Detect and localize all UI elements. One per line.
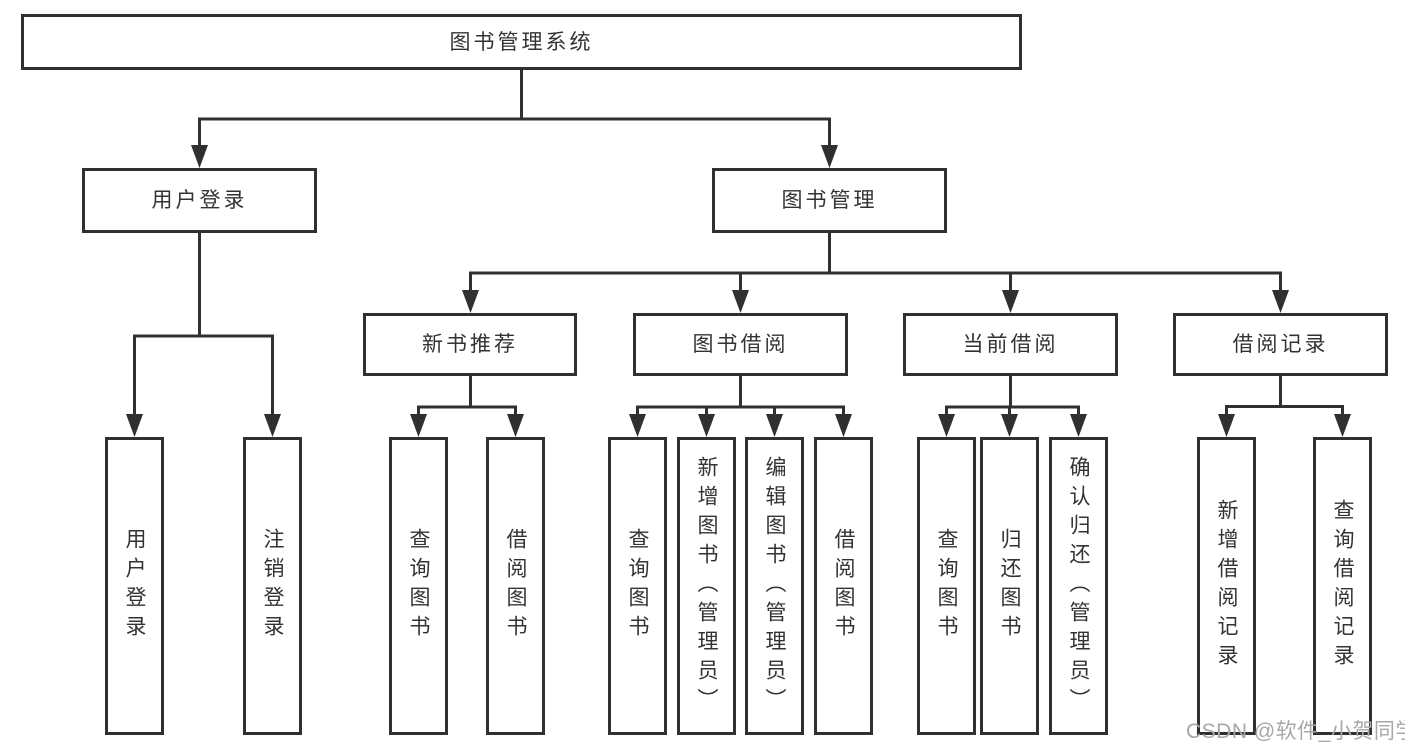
leaf-confirm-return-admin: 确认归还（管理员） bbox=[1049, 437, 1108, 735]
leaf-add-book-admin: 新增图书（管理员） bbox=[677, 437, 736, 735]
leaf-user-login-label: 用户登录 bbox=[123, 528, 146, 644]
watermark-text: CSDN @软件_小贺同学 bbox=[1186, 720, 1405, 743]
node-root: 图书管理系统 bbox=[21, 14, 1022, 70]
node-borrow-records-label: 借阅记录 bbox=[1232, 333, 1329, 356]
leaf-return-book: 归还图书 bbox=[980, 437, 1039, 735]
leaf-edit-book-admin: 编辑图书（管理员） bbox=[745, 437, 804, 735]
leaf-return-book-label: 归还图书 bbox=[998, 528, 1021, 644]
leaf-query-books-current: 查询图书 bbox=[917, 437, 976, 735]
leaf-add-borrow-record: 新增借阅记录 bbox=[1197, 437, 1256, 735]
leaf-borrow-books-borrow: 借阅图书 bbox=[814, 437, 873, 735]
node-current-borrow-label: 当前借阅 bbox=[962, 333, 1059, 356]
leaf-query-books-recommend: 查询图书 bbox=[389, 437, 448, 735]
leaf-query-books-borrow: 查询图书 bbox=[608, 437, 667, 735]
leaf-borrow-books-borrow-label: 借阅图书 bbox=[832, 528, 855, 644]
node-root-label: 图书管理系统 bbox=[449, 30, 594, 54]
node-user-login-label: 用户登录 bbox=[151, 189, 248, 212]
node-new-book-recommend: 新书推荐 bbox=[363, 313, 577, 376]
node-book-management: 图书管理 bbox=[712, 168, 947, 233]
node-user-login: 用户登录 bbox=[82, 168, 317, 233]
node-book-management-label: 图书管理 bbox=[781, 189, 878, 212]
leaf-query-books-current-label: 查询图书 bbox=[935, 528, 958, 644]
node-new-book-recommend-label: 新书推荐 bbox=[422, 333, 518, 356]
leaf-query-books-recommend-label: 查询图书 bbox=[407, 528, 430, 644]
leaf-query-borrow-record: 查询借阅记录 bbox=[1313, 437, 1372, 735]
leaf-add-book-admin-label: 新增图书（管理员） bbox=[695, 455, 718, 717]
node-current-borrow: 当前借阅 bbox=[903, 313, 1118, 376]
leaf-logout-label: 注销登录 bbox=[261, 528, 284, 644]
leaf-confirm-return-admin-label: 确认归还（管理员） bbox=[1067, 455, 1090, 717]
leaf-logout: 注销登录 bbox=[243, 437, 302, 735]
node-book-borrow-label: 图书借阅 bbox=[692, 333, 789, 356]
node-book-borrow: 图书借阅 bbox=[633, 313, 848, 376]
leaf-user-login: 用户登录 bbox=[105, 437, 164, 735]
leaf-query-borrow-record-label: 查询借阅记录 bbox=[1331, 499, 1354, 673]
leaf-query-books-borrow-label: 查询图书 bbox=[626, 528, 649, 644]
leaf-borrow-books-recommend: 借阅图书 bbox=[486, 437, 545, 735]
leaf-add-borrow-record-label: 新增借阅记录 bbox=[1215, 499, 1238, 673]
leaf-edit-book-admin-label: 编辑图书（管理员） bbox=[763, 455, 786, 717]
leaf-borrow-books-recommend-label: 借阅图书 bbox=[504, 528, 527, 644]
node-borrow-records: 借阅记录 bbox=[1173, 313, 1388, 376]
